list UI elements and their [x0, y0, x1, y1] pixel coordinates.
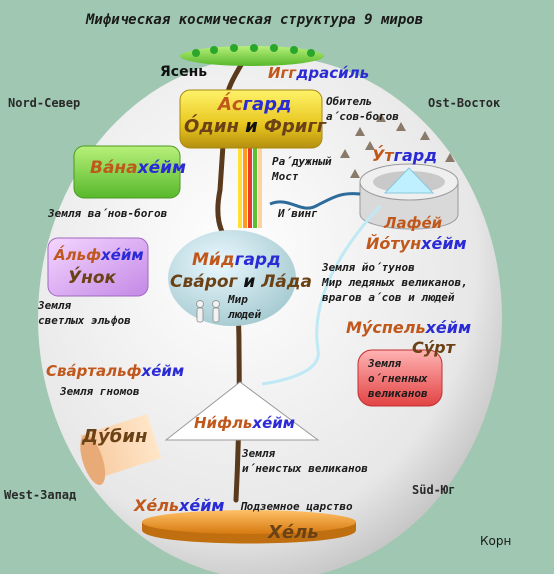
utgard-ruler: Лафе́й [384, 214, 443, 232]
jotunheim-note-line: врагов а́сов и людей [322, 291, 455, 304]
asgard-disc [179, 89, 323, 149]
dubin-cylinder [80, 414, 162, 485]
svartalfheim-name: Сва́ртальфхе́йм [46, 362, 184, 380]
mountains [340, 113, 455, 178]
cold-stream [261, 204, 382, 386]
roots-label: Корн [480, 534, 512, 548]
midgard-part-b: гард [234, 250, 281, 270]
goddess-frigg: Фригг [264, 116, 327, 137]
utgard-part-a: У́т [372, 146, 394, 165]
asgard-name: А́сгард [218, 94, 292, 115]
midgard-note-line: Мир [228, 293, 248, 306]
svartalfheim-note: Земля гномов [60, 385, 140, 398]
niflheim-part-a: Ни́фль [194, 414, 253, 432]
niflheim-name: Ни́фльхе́йм [194, 414, 295, 432]
dubin-label: Ду́бин [82, 426, 148, 447]
direction-north: Nord-Север [8, 96, 81, 110]
muspelheim-note-line: Земля [368, 357, 402, 370]
human-figures [196, 300, 220, 323]
alfheim-part-a: А́льф [54, 246, 101, 264]
iving-label: И́винг [278, 207, 318, 220]
muspelheim-name: Му́спельхе́йм [346, 318, 471, 337]
vanaheim-name: Ва́нахе́йм [90, 158, 186, 178]
canopy-dots [192, 44, 315, 57]
muspelheim-part-a: Му́спель [346, 318, 426, 337]
asgard-note-line: а́сов-богов [326, 110, 399, 123]
rainbow-label-line: Ра́дужный [272, 155, 332, 168]
iving-river [269, 192, 361, 210]
alfheim-note-line: светлых эльфов [38, 314, 131, 327]
rainbow-bridge [238, 148, 262, 228]
asgard-note-line: Обитель [326, 95, 373, 108]
direction-south: Süd-Юг [412, 483, 456, 497]
utgard-name: У́тгард [372, 146, 437, 165]
alfheim-ruler: У́нок [68, 268, 117, 288]
direction-east: Ost-Восток [428, 96, 501, 110]
rainbow-label-line: Мост [272, 170, 299, 183]
asgard-part-b: гард [242, 94, 292, 115]
vanaheim-disc [73, 145, 181, 199]
alfheim-note: Земля светлых эльфов [38, 298, 131, 328]
page-title: Мифическая космическая структура 9 миров [86, 12, 424, 28]
alfheim-part-b: хе́йм [100, 246, 144, 264]
helheim-disc [142, 510, 356, 544]
direction-west: West-Запад [4, 488, 77, 502]
niflheim-note-line: и́неистых великанов [242, 462, 368, 475]
niflheim-note-line: Земля [242, 447, 276, 460]
helheim-part-b: хе́йм [179, 496, 225, 515]
midgard-part-a: Ми́д [192, 250, 235, 270]
jotunheim-part-a: Йо́тун [366, 234, 422, 253]
muspelheim-note: Земля о́гненных великанов [368, 356, 428, 401]
midgard-note-line: людей [228, 308, 262, 321]
muspelheim-note-line: великанов [368, 387, 428, 400]
asgard-gods: О́дин и Фригг [184, 116, 326, 137]
svartalfheim-part-a: Сва́ртальф [46, 362, 142, 380]
god-svarog: Сва́рог [170, 272, 238, 292]
jotunheim-name: Йо́тунхе́йм [366, 234, 467, 253]
utgard-ring [359, 163, 459, 230]
alfheim-name: А́льфхе́йм [54, 246, 144, 264]
muspelheim-ruler: Су́рт [412, 338, 455, 357]
yggdrasil-part-a: Игг [268, 64, 297, 82]
helheim-note: Подземное царство [240, 500, 353, 513]
midgard-name: Ми́дгард [192, 250, 281, 270]
jotunheim-note-line: Земля йо́тунов [322, 261, 415, 274]
muspelheim-note-line: о́гненных [368, 372, 428, 385]
alfheim-disc [47, 237, 149, 297]
niflheim-part-b: хе́йм [252, 414, 296, 432]
asgard-part-a: А́с [218, 94, 243, 115]
helheim-part-a: Хе́ль [134, 496, 180, 515]
svartalfheim-part-b: хе́йм [141, 362, 185, 380]
utgard-part-b: гард [393, 146, 438, 165]
helheim-ruler: Хе́ль [268, 522, 319, 543]
asgard-note: Обитель а́сов-богов [326, 94, 399, 124]
muspelheim-part-b: хе́йм [425, 318, 472, 337]
niflheim-note: Земля и́неистых великанов [242, 446, 368, 476]
helheim-name: Хе́льхе́йм [134, 496, 225, 515]
yggdrasil-part-b: драси́ль [296, 64, 370, 82]
niflheim-cone [164, 381, 320, 441]
vanaheim-note: Земля ва́нов-богов [48, 207, 168, 220]
and-word: и [237, 272, 262, 292]
midgard-gods: Сва́рог и Ла́да [170, 272, 312, 292]
muspelheim-disc [357, 349, 443, 407]
ash-label: Ясень [160, 64, 208, 80]
alfheim-note-line: Земля [38, 299, 72, 312]
jotunheim-note-line: Мир ледяных великанов, [322, 276, 468, 289]
goddess-lada: Ла́да [261, 272, 312, 292]
vanaheim-part-a: Ва́на [90, 158, 138, 178]
jotunheim-part-b: хе́йм [421, 234, 467, 253]
vanaheim-part-b: хе́йм [137, 158, 186, 178]
midgard-note: Мир людей [228, 292, 261, 322]
and-word: и [238, 116, 265, 137]
god-odin: О́дин [184, 116, 239, 137]
yggdrasil-label: Иггдраси́ль [268, 64, 369, 82]
